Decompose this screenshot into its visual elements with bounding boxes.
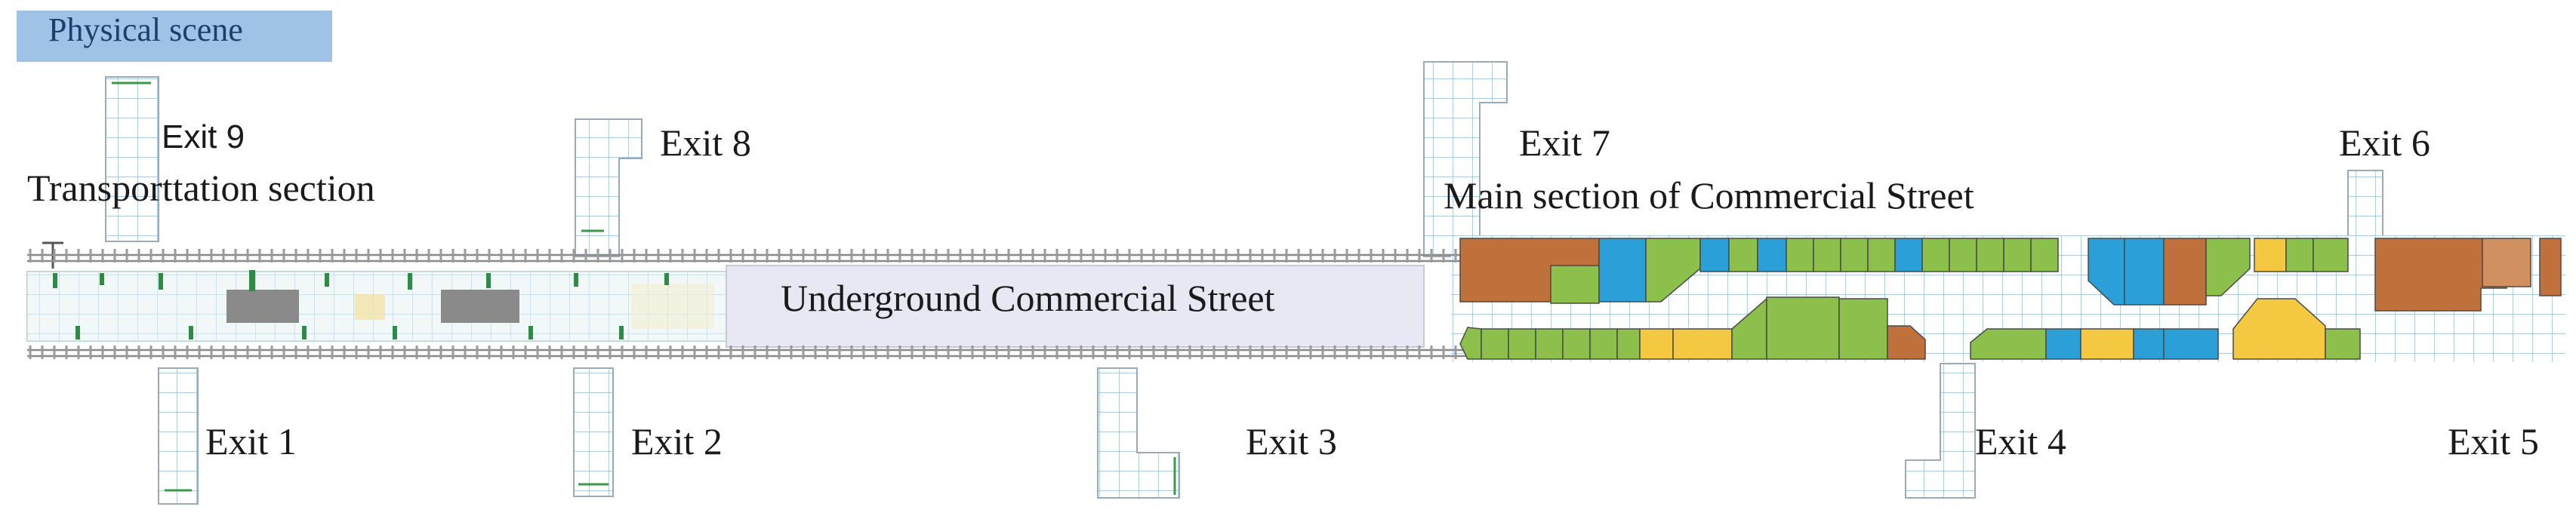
exit7-corridor [1423, 61, 1508, 257]
exit6-corridor [2347, 170, 2383, 242]
exit3-label: Exit 3 [1246, 420, 1337, 462]
exit6-label: Exit 6 [2339, 121, 2430, 164]
exit1-corridor [158, 367, 199, 505]
exit8-corridor [575, 118, 642, 257]
exit2-corridor [573, 367, 614, 497]
exit2-label: Exit 2 [631, 420, 723, 462]
underground-street-area [726, 265, 1425, 348]
underground-section-label: Underground Commercial Street [781, 277, 1275, 319]
shops-top-row [1459, 238, 2562, 312]
scene-title: Physical scene [17, 11, 332, 62]
shops-bottom-row [1459, 296, 2361, 360]
exit-corridors [105, 61, 2383, 505]
exit4-label: Exit 4 [1975, 420, 2066, 462]
exit8-label: Exit 8 [660, 121, 751, 164]
exit9-label: Exit 9 [162, 118, 245, 155]
exit4-corridor [1905, 363, 1976, 499]
exit9-corridor [105, 76, 159, 242]
exit1-label: Exit 1 [205, 420, 297, 462]
rail-tracks [27, 249, 1489, 359]
main-section-label: Main section of Commercial Street [1444, 174, 1974, 217]
exit5-label: Exit 5 [2448, 420, 2539, 462]
transport-section-label: Transporttation section [27, 167, 375, 209]
exit3-corridor [1097, 367, 1180, 499]
exit7-label: Exit 7 [1519, 121, 1610, 164]
